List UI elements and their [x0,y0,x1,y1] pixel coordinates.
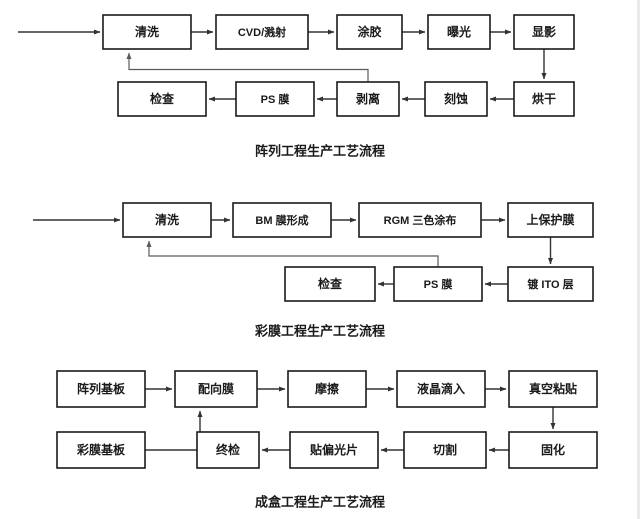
node-a4[interactable]: 曝光 [427,14,491,50]
node-e6[interactable]: 固化 [508,431,598,469]
node-label: 阵列基板 [77,381,126,396]
node-label: 镀 ITO 层 [527,277,573,291]
node-e1[interactable]: 阵列基板 [56,370,146,408]
node-c5[interactable]: 镀 ITO 层 [507,266,594,302]
node-label: 固化 [541,442,565,457]
node-e9[interactable]: 终检 [196,431,260,469]
node-a6[interactable]: 烘干 [513,81,575,117]
section-caption-array: 阵列工程生产工艺流程 [255,143,385,158]
node-c3[interactable]: RGM 三色涂布 [358,202,482,238]
edge-cell-8 [145,410,203,451]
node-c1[interactable]: 清洗 [122,202,212,238]
edge-array-10 [126,52,369,82]
node-label: 摩擦 [315,381,339,396]
node-label: 烘干 [532,91,556,106]
node-label: 切割 [433,442,457,457]
node-e5[interactable]: 真空粘贴 [508,370,598,408]
node-e3[interactable]: 摩擦 [287,370,367,408]
node-label: 真空粘贴 [529,381,577,396]
node-c6[interactable]: PS 膜 [393,266,483,302]
node-label: 显影 [532,24,556,39]
node-e7[interactable]: 切割 [403,431,487,469]
node-label: 剥离 [356,91,380,106]
node-a9[interactable]: PS 膜 [235,81,315,117]
node-label: 曝光 [447,24,471,39]
node-a5[interactable]: 显影 [513,14,575,50]
node-e10[interactable]: 彩膜基板 [56,431,146,469]
node-c7[interactable]: 检查 [284,266,376,302]
node-label: 清洗 [155,212,179,227]
node-label: BM 膜形成 [255,213,308,227]
edges-layer [18,29,556,453]
node-label: 贴偏光片 [310,442,358,457]
section-caption-colorfilter: 彩膜工程生产工艺流程 [254,323,385,338]
node-a8[interactable]: 剥离 [336,81,400,117]
node-label: 清洗 [135,24,159,39]
node-e2[interactable]: 配向膜 [174,370,258,408]
node-label: 液晶滴入 [417,381,465,396]
node-a7[interactable]: 刻蚀 [424,81,488,117]
node-e4[interactable]: 液晶滴入 [396,370,486,408]
node-a10[interactable]: 检查 [117,81,207,117]
node-c2[interactable]: BM 膜形成 [232,202,332,238]
node-c4[interactable]: 上保护膜 [507,202,594,238]
node-a3[interactable]: 涂胶 [336,14,403,50]
node-label: 配向膜 [198,381,234,396]
node-a2[interactable]: CVD/溅射 [215,14,309,50]
page-edge-strip [637,0,640,519]
node-a1[interactable]: 清洗 [102,14,192,50]
node-label: PS 膜 [261,92,290,106]
node-label: 终检 [216,442,240,457]
node-e8[interactable]: 贴偏光片 [289,431,379,469]
edge-colorfilter-7 [146,240,439,267]
node-label: PS 膜 [424,277,453,291]
node-label: 检查 [150,91,175,106]
node-label: 上保护膜 [526,212,574,227]
node-label: 彩膜基板 [76,442,126,457]
node-label: 涂胶 [357,24,381,39]
node-label: 刻蚀 [444,91,468,106]
node-label: 检查 [318,276,343,291]
node-label: RGM 三色涂布 [384,213,457,227]
section-caption-cell: 成盒工程生产工艺流程 [255,494,385,509]
node-label: CVD/溅射 [238,25,286,39]
